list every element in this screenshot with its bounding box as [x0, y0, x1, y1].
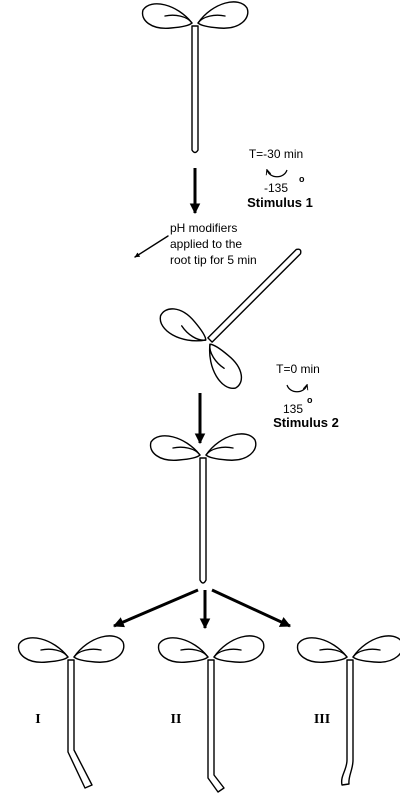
- outcome-seedling-2: II: [157, 635, 265, 793]
- treatment-note-line-3: root tip for 5 min: [170, 253, 257, 267]
- treatment-pointer-line: [134, 235, 169, 258]
- outcome-label-1: I: [35, 712, 40, 727]
- stimulus-2-annotation: T=0 min 135 o Stimulus 2: [273, 362, 339, 430]
- arrow-to-outcome-1: [113, 588, 199, 628]
- stimulus-1-label: Stimulus 1: [247, 195, 313, 210]
- arrow-to-outcome-3: [211, 588, 291, 628]
- stimulus-1-annotation: T=-30 min -135 o Stimulus 1: [247, 147, 313, 210]
- seedling-reoriented: [149, 433, 257, 584]
- outcome-seedling-3: III: [296, 635, 400, 786]
- stimulus-2-label: Stimulus 2: [273, 415, 339, 430]
- stimulus-1-angle: -135: [264, 181, 288, 195]
- rotation-cw-icon: [286, 385, 307, 393]
- stimulus-2-time: T=0 min: [276, 362, 320, 376]
- stimulus-2-degree: o: [307, 395, 313, 405]
- stimulus-1-time: T=-30 min: [249, 147, 303, 161]
- outcome-seedling-1: I: [17, 635, 125, 789]
- seedling-rotated: [154, 248, 302, 395]
- stimulus-1-degree: o: [299, 174, 305, 184]
- rotation-ccw-icon: [267, 170, 288, 178]
- treatment-note-line-2: applied to the: [170, 237, 242, 251]
- outcome-label-3: III: [314, 712, 330, 727]
- outcome-label-2: II: [171, 712, 182, 727]
- stimulus-2-angle: 135: [283, 402, 303, 416]
- seedling-initial: [141, 1, 249, 154]
- treatment-note: pH modifiers applied to the root tip for…: [134, 221, 257, 267]
- treatment-note-line-1: pH modifiers: [170, 221, 237, 235]
